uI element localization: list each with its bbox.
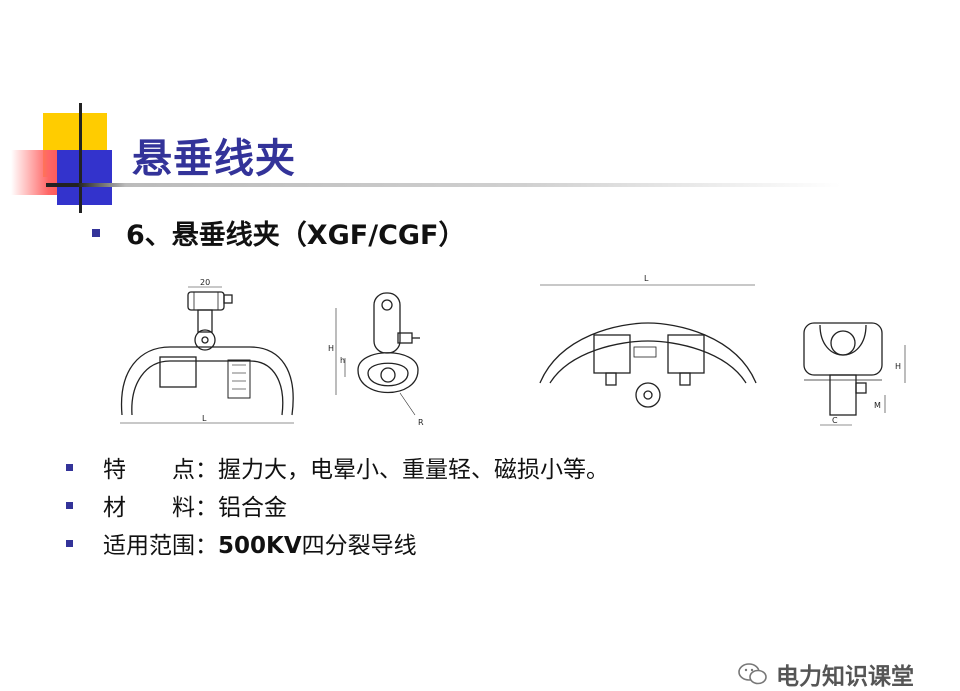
bullet-square-icon	[92, 228, 100, 237]
list-item-label: 适用范围：	[103, 533, 218, 559]
dim-label-m: M	[874, 401, 881, 410]
list-item: 特 点：握力大，电晕小、重量轻、磁损小等。	[66, 448, 609, 486]
list-item: 适用范围：500KV四分裂导线	[66, 524, 609, 562]
dim-label-l-right: L	[644, 274, 649, 283]
dim-label-h-upper: H	[328, 344, 334, 353]
bullet-square-icon	[66, 539, 73, 547]
list-item: 材 料：铝合金	[66, 486, 609, 524]
drawing-right-side-view: C H M	[803, 322, 906, 426]
dim-label-r: R	[418, 418, 424, 427]
drawing-long-view: L	[539, 274, 757, 408]
watermark: 电力知识课堂	[738, 660, 914, 690]
dim-label-l-left: L	[202, 414, 207, 423]
clamp-drawings: 20 L H h R L	[120, 274, 906, 427]
list-item-voltage: 500KV	[218, 533, 302, 559]
list-item-value: 握力大，电晕小、重量轻、磁损小等。	[218, 457, 609, 483]
dim-label-h-lower: h	[340, 356, 345, 365]
list-item-label: 特 点：	[103, 457, 218, 483]
page-title: 悬垂线夹	[132, 136, 296, 182]
dim-label-h-right: H	[895, 362, 901, 371]
title-divider-line	[46, 183, 841, 187]
subtitle-text: 6、悬垂线夹（XGF/CGF）	[126, 220, 466, 251]
drawing-side-view: H h R	[328, 292, 424, 427]
drawing-front-view: 20 L	[120, 278, 294, 424]
dim-label-20: 20	[200, 278, 210, 287]
decor-blue-square	[57, 150, 112, 205]
feature-list: 特 点：握力大，电晕小、重量轻、磁损小等。 材 料：铝合金 适用范围：500KV…	[66, 448, 609, 562]
list-item-value: 四分裂导线	[301, 533, 417, 559]
list-item-label: 材 料：	[103, 495, 218, 521]
wechat-icon	[738, 663, 767, 685]
subtitle-item: 6、悬垂线夹（XGF/CGF）	[92, 213, 466, 252]
bullet-square-icon	[66, 463, 73, 471]
bullet-square-icon	[66, 501, 73, 509]
dim-label-c: C	[832, 416, 838, 425]
decor-vertical-line	[79, 103, 82, 213]
list-item-value: 铝合金	[218, 495, 287, 521]
watermark-text: 电力知识课堂	[776, 664, 914, 690]
